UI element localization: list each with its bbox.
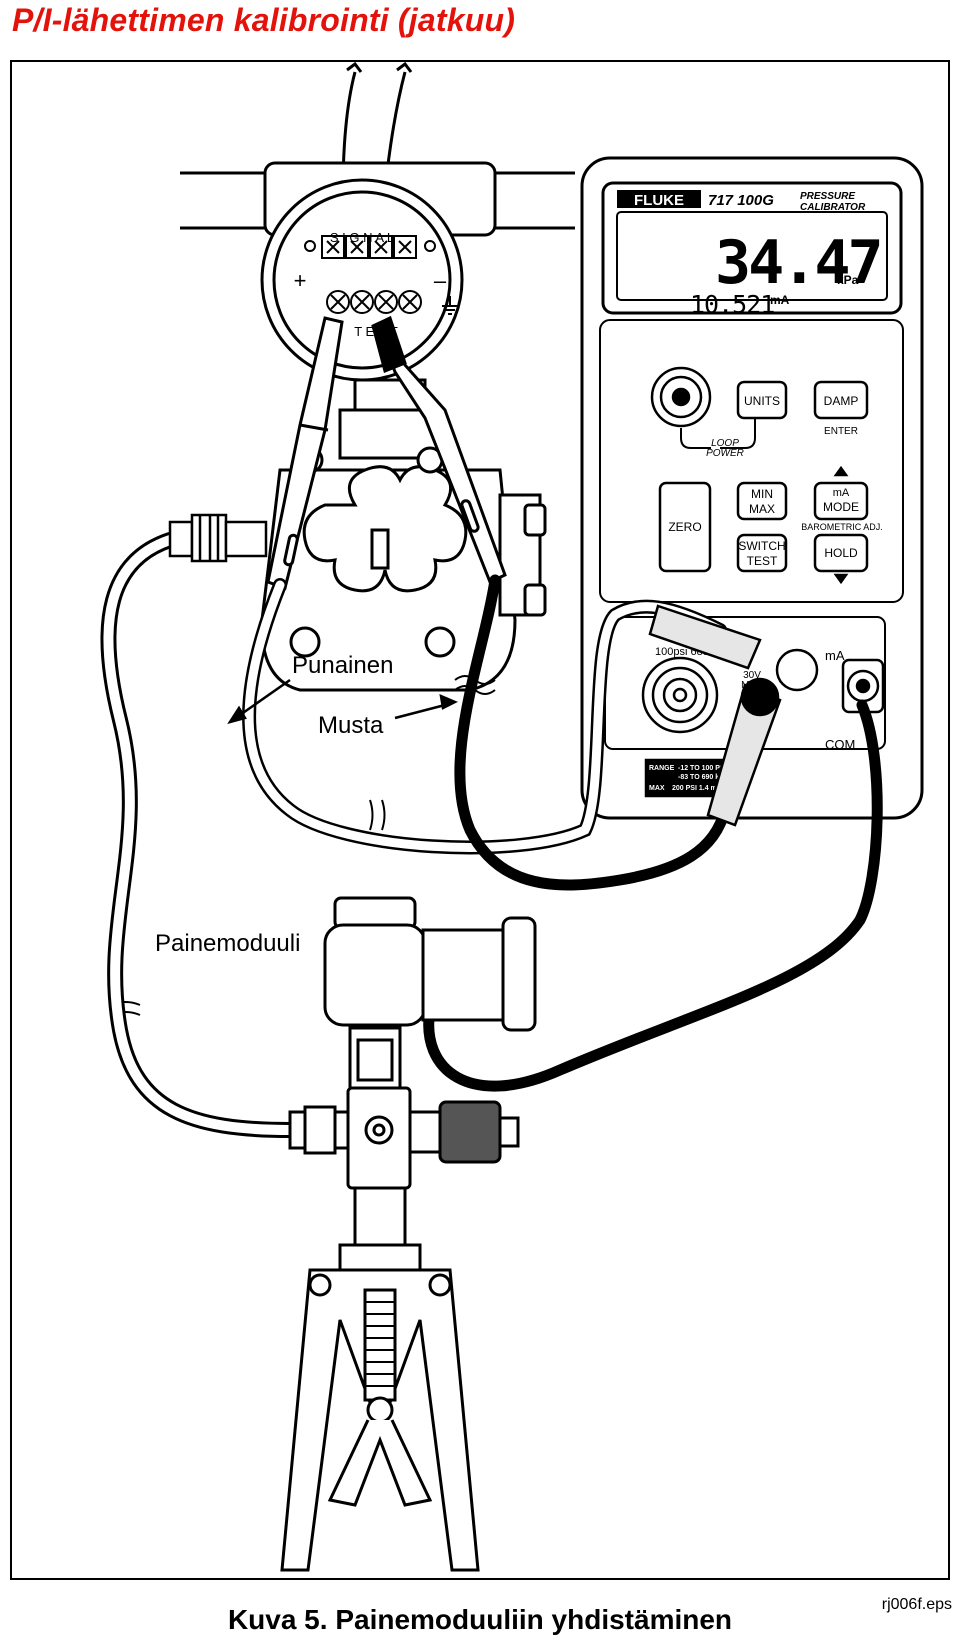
switch-test-button-line1[interactable]: SWITCH	[738, 539, 785, 553]
callout-arrows	[227, 678, 458, 725]
hold-button[interactable]: HOLD	[824, 546, 858, 560]
page-title: P/I-lähettimen kalibrointi (jatkuu)	[12, 2, 516, 38]
switch-test-button-line2[interactable]: TEST	[747, 554, 778, 568]
pressure-hose	[100, 532, 298, 1138]
terminal-block	[304, 235, 458, 315]
mode-button-line1[interactable]: mA	[833, 487, 850, 499]
barometric-label: BAROMETRIC ADJ.	[801, 522, 883, 532]
spec-max-label: MAX	[649, 785, 665, 792]
zero-button[interactable]: ZERO	[668, 520, 701, 534]
units-button[interactable]: UNITS	[744, 394, 780, 408]
red-test-probe	[266, 316, 344, 590]
voltage-label-1: 30V	[743, 670, 761, 681]
loop-power-label-1: LOOP	[711, 438, 739, 449]
ma-port-label: mA	[825, 648, 845, 663]
terminal-plus-label: +	[294, 268, 307, 293]
minmax-button-line2[interactable]: MAX	[749, 502, 775, 516]
calibrator-ports	[641, 648, 885, 798]
calibrator-keypad	[650, 366, 869, 585]
type-label-line2: CALIBRATOR	[800, 202, 866, 213]
figure-frame	[10, 60, 950, 1580]
display-sub-unit: mA	[770, 293, 790, 307]
display-sub-reading: 10.521	[690, 290, 775, 319]
spec-range-2: -83 TO 690 kPa	[678, 774, 728, 781]
damp-button[interactable]: DAMP	[824, 394, 859, 408]
pressure-module-callout: Painemoduuli	[155, 930, 301, 957]
black-lead	[423, 574, 883, 1092]
enter-label: ENTER	[824, 426, 858, 437]
pressure-module	[323, 896, 537, 1090]
display-main-reading: 34.47	[715, 228, 884, 298]
display-main-unit: kPa	[837, 273, 859, 287]
com-port-label: COM	[825, 737, 855, 752]
black-lead-callout: Musta	[318, 712, 384, 739]
loop-power-label-2: POWER	[706, 448, 744, 459]
terminal-signal-label: S I G N A L	[330, 230, 394, 245]
file-reference: rj006f.eps	[881, 1596, 952, 1613]
spec-range-label: RANGE	[649, 765, 675, 772]
spec-max-value: 200 PSI 1.4 mP	[672, 785, 722, 792]
type-label-line1: PRESSURE	[800, 191, 855, 202]
brand-logo: FLUKE	[634, 192, 684, 209]
fluke-logo-bar	[617, 190, 701, 208]
red-lead-plug	[648, 604, 762, 670]
model-label: 717 100G	[708, 192, 774, 209]
hand-pump	[280, 1086, 520, 1572]
red-lead-callout: Punainen	[292, 652, 394, 679]
terminal-minus-label: –	[434, 268, 447, 293]
black-lead-plug	[706, 677, 782, 827]
figure-caption: Kuva 5. Painemoduuliin yhdistäminen	[227, 1604, 733, 1635]
mode-button-line2[interactable]: MODE	[823, 500, 859, 514]
hose-fitting	[168, 513, 268, 563]
minmax-button-line1[interactable]: MIN	[751, 487, 773, 501]
spec-range-1: -12 TO 100 PSI	[678, 765, 727, 772]
red-lead	[242, 578, 727, 855]
